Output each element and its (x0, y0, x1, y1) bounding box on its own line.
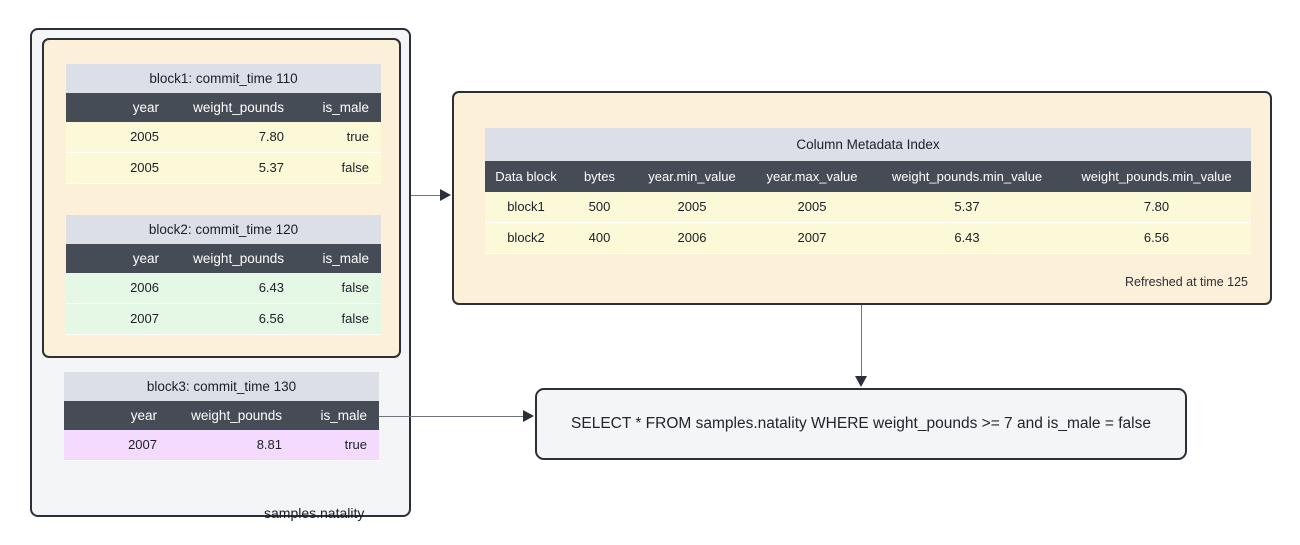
column-metadata-index-table: Column Metadata Index Data block bytes y… (485, 128, 1251, 254)
sql-query-box: SELECT * FROM samples.natality WHERE wei… (535, 388, 1187, 460)
cell-year: 2005 (66, 152, 171, 184)
recent-data-blocks-panel: block1: commit_time 110 year weight_poun… (42, 38, 401, 358)
block2-title-row: block2: commit_time 120 (66, 215, 382, 244)
block3-table: block3: commit_time 130 year weight_poun… (64, 372, 380, 461)
connector-index-to-query (861, 305, 862, 377)
cell-year: 2007 (64, 430, 169, 461)
sql-query-text: SELECT * FROM samples.natality WHERE wei… (571, 415, 1151, 432)
metadata-col-weight-pounds-min-value-2: weight_pounds.min_value (1062, 161, 1251, 192)
cell-year-min: 2005 (632, 192, 752, 223)
block1-table: block1: commit_time 110 year weight_poun… (66, 64, 381, 184)
cell-year-max: 2007 (752, 222, 872, 254)
cell-weight-pounds: 6.56 (171, 303, 296, 335)
table-row: block2 400 2006 2007 6.43 6.56 (485, 222, 1251, 254)
cell-is-male: false (296, 273, 382, 304)
block2-title: block2: commit_time 120 (66, 215, 382, 244)
block2-col-year: year (66, 244, 171, 273)
block1-col-is-male: is_male (296, 93, 381, 122)
cell-weight-pounds: 8.81 (169, 430, 294, 461)
cell-year: 2005 (66, 122, 171, 153)
block1-col-year: year (66, 93, 171, 122)
block3-col-weight-pounds: weight_pounds (169, 401, 294, 430)
metadata-title-row: Column Metadata Index (485, 128, 1251, 161)
cell-weight-min: 6.43 (872, 222, 1062, 254)
column-metadata-index-panel: Column Metadata Index Data block bytes y… (452, 91, 1272, 305)
cell-weight-min: 5.37 (872, 192, 1062, 223)
metadata-col-data-block: Data block (485, 161, 567, 192)
natality-table-container: block1: commit_time 110 year weight_poun… (30, 28, 411, 521)
cell-weight-pounds: 5.37 (171, 152, 296, 184)
block1-column-header-row: year weight_pounds is_male (66, 93, 381, 122)
metadata-col-weight-pounds-min-value: weight_pounds.min_value (872, 161, 1062, 192)
connector-block3-to-query (379, 416, 525, 417)
cell-year: 2006 (66, 273, 171, 304)
block2-col-weight-pounds: weight_pounds (171, 244, 296, 273)
metadata-col-year-max-value: year.max_value (752, 161, 872, 192)
block1-title: block1: commit_time 110 (66, 64, 381, 93)
arrowhead-block3-to-query (523, 409, 534, 422)
cell-bytes: 400 (567, 222, 632, 254)
table-row: 2006 6.43 false (66, 273, 382, 304)
cell-weight-max: 7.80 (1062, 192, 1251, 223)
block2-table: block2: commit_time 120 year weight_poun… (66, 215, 382, 335)
dataset-label: samples.natality (264, 505, 365, 521)
cell-bytes: 500 (567, 192, 632, 223)
arrowhead-blocks-to-index (440, 188, 451, 201)
cell-year: 2007 (66, 303, 171, 335)
block2-col-is-male: is_male (296, 244, 382, 273)
cell-year-min: 2006 (632, 222, 752, 254)
cell-data-block: block1 (485, 192, 567, 223)
cell-is-male: true (294, 430, 380, 461)
block3-col-is-male: is_male (294, 401, 380, 430)
block3-title: block3: commit_time 130 (64, 372, 380, 401)
table-row: 2007 8.81 true (64, 430, 380, 461)
metadata-index-title: Column Metadata Index (485, 128, 1251, 161)
cell-data-block: block2 (485, 222, 567, 254)
cell-year-max: 2005 (752, 192, 872, 223)
metadata-col-year-min-value: year.min_value (632, 161, 752, 192)
block3-col-year: year (64, 401, 169, 430)
table-row: 2005 7.80 true (66, 122, 381, 153)
cell-weight-pounds: 7.80 (171, 122, 296, 153)
cell-is-male: false (296, 152, 381, 184)
block2-column-header-row: year weight_pounds is_male (66, 244, 382, 273)
block3-title-row: block3: commit_time 130 (64, 372, 380, 401)
table-row: block1 500 2005 2005 5.37 7.80 (485, 192, 1251, 223)
table-row: 2005 5.37 false (66, 152, 381, 184)
metadata-col-bytes: bytes (567, 161, 632, 192)
block1-col-weight-pounds: weight_pounds (171, 93, 296, 122)
block3-column-header-row: year weight_pounds is_male (64, 401, 380, 430)
cell-weight-pounds: 6.43 (171, 273, 296, 304)
connector-blocks-to-index (411, 195, 442, 196)
refreshed-at-time-caption: Refreshed at time 125 (1125, 275, 1248, 289)
cell-is-male: true (296, 122, 381, 153)
cell-weight-max: 6.56 (1062, 222, 1251, 254)
cell-is-male: false (296, 303, 382, 335)
block1-title-row: block1: commit_time 110 (66, 64, 381, 93)
table-row: 2007 6.56 false (66, 303, 382, 335)
metadata-column-header-row: Data block bytes year.min_value year.max… (485, 161, 1251, 192)
arrowhead-index-to-query (854, 376, 867, 387)
